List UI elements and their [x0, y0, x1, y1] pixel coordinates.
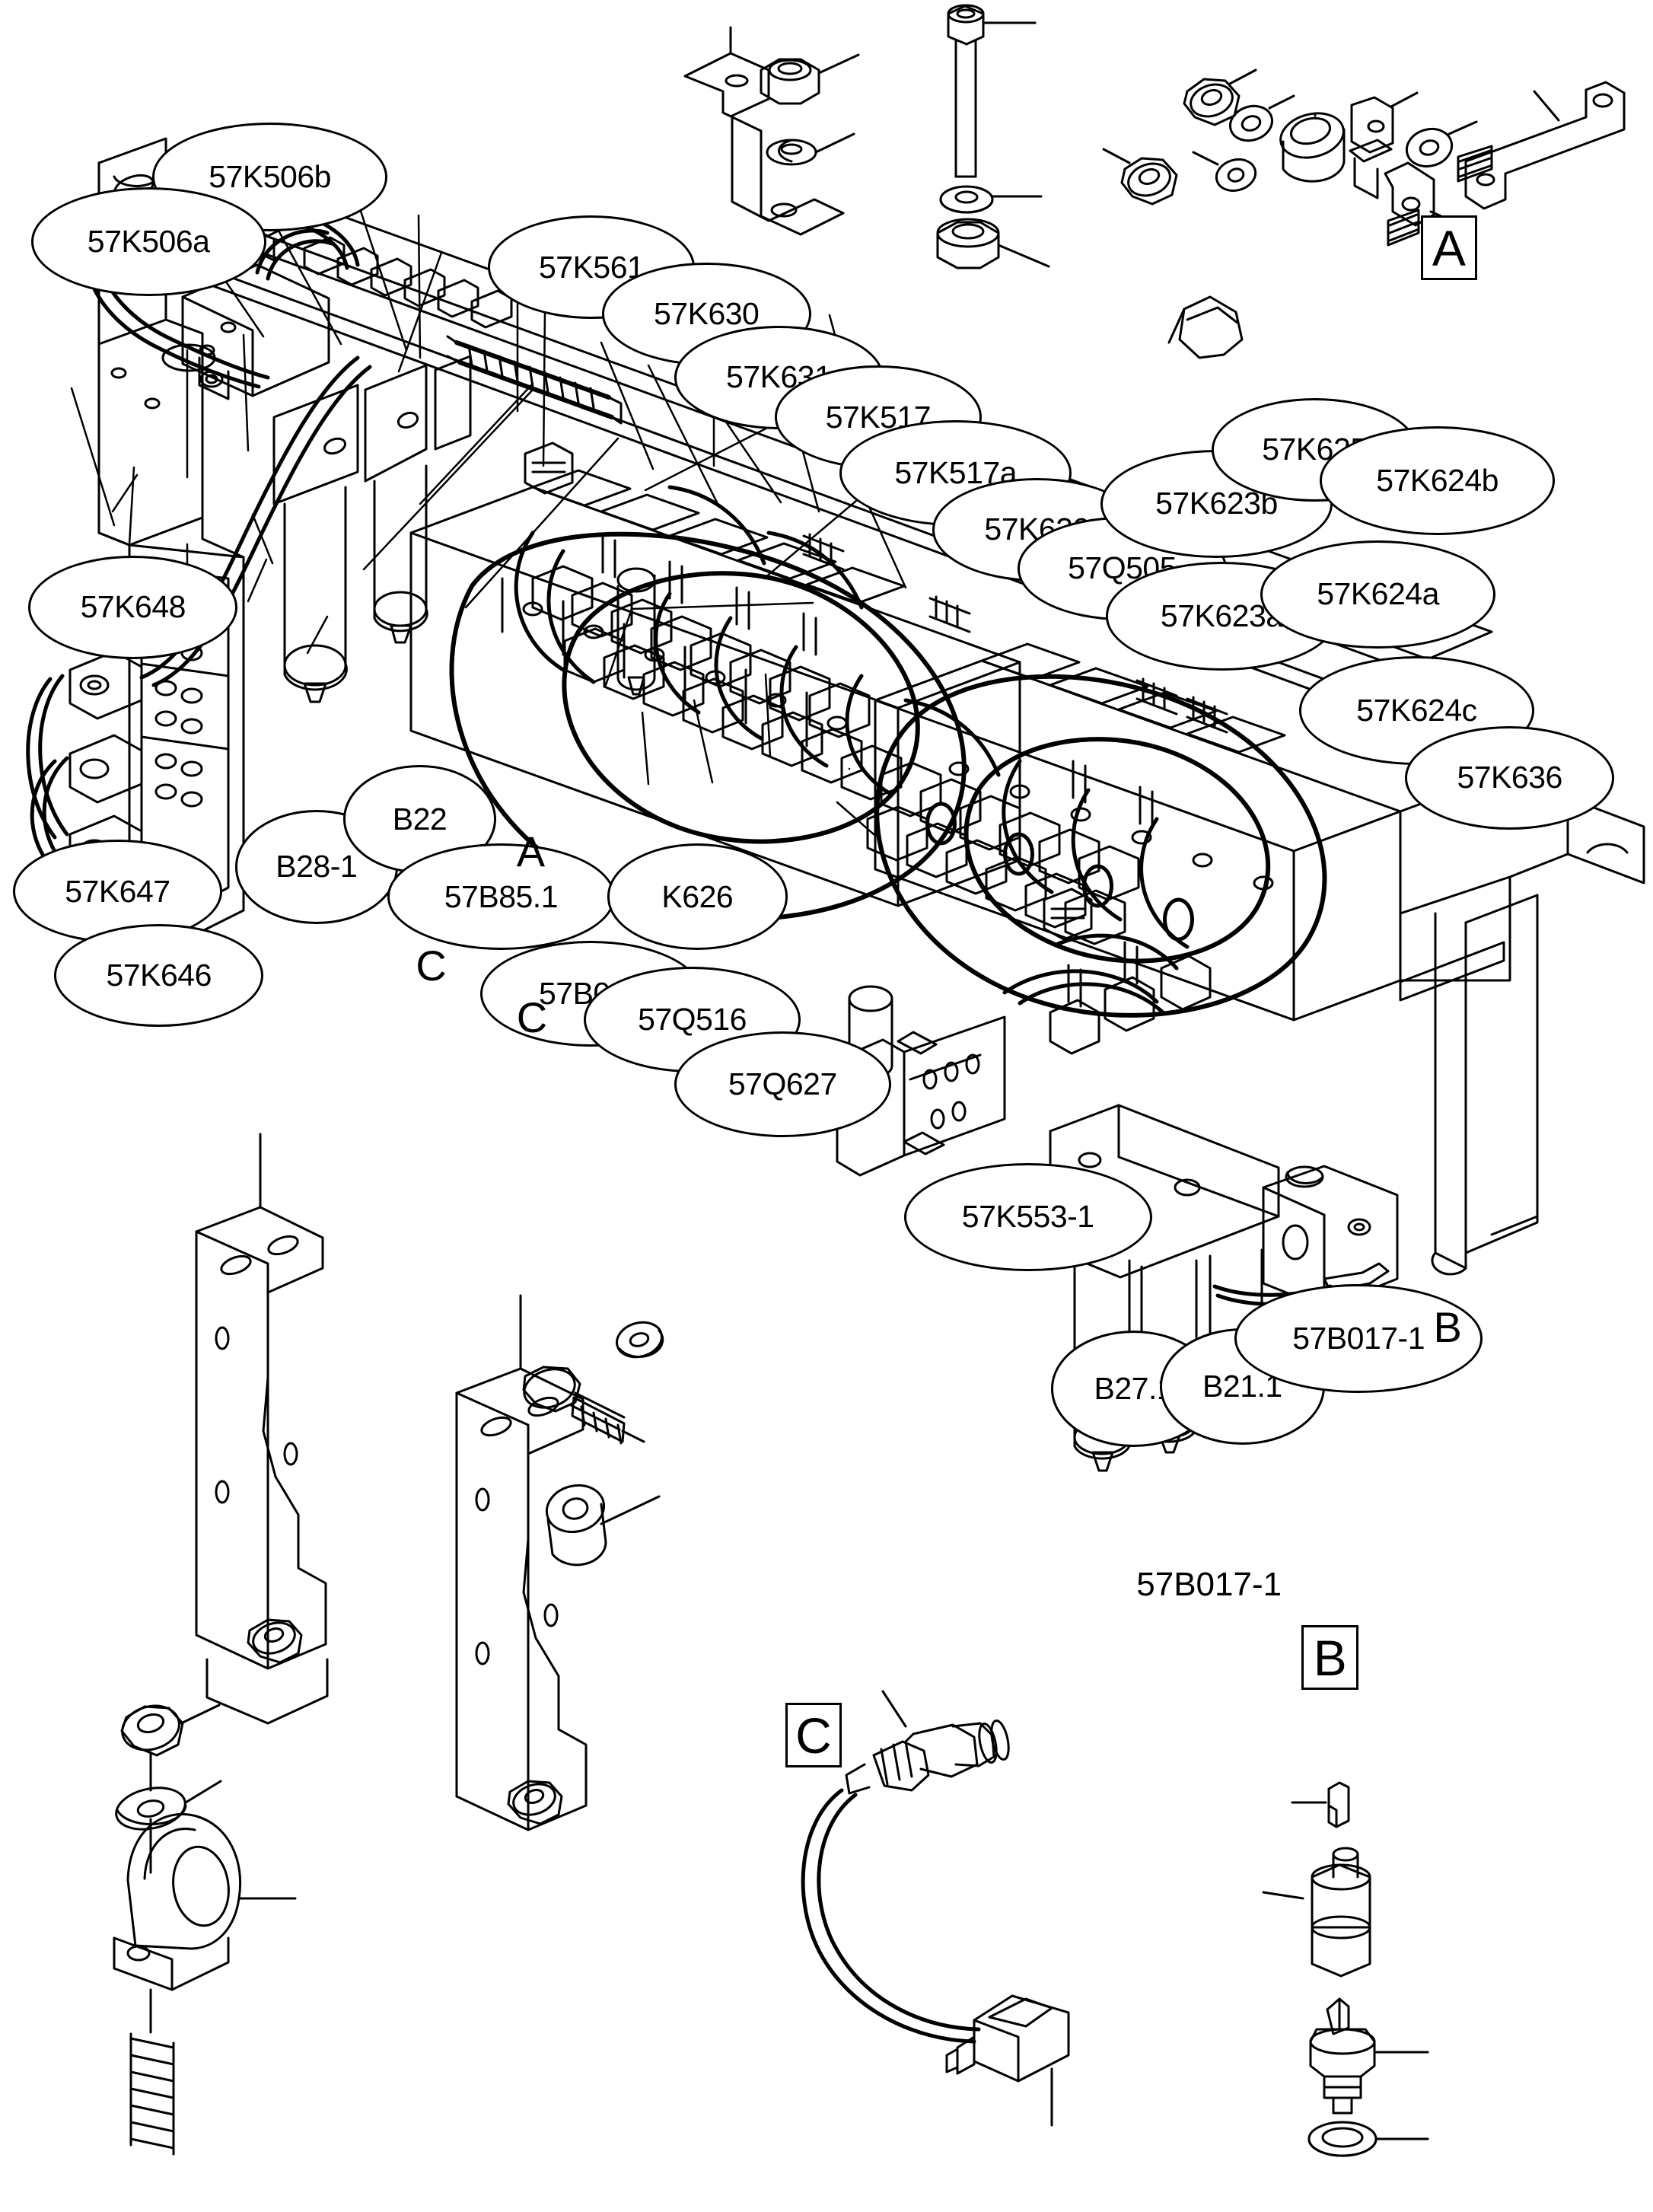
bottom-hardware-group [522, 1321, 664, 1567]
top-lock-nut [760, 53, 860, 105]
section-letter-C: C [516, 993, 548, 1041]
callout-balloon-K626[interactable]: K626 [607, 843, 788, 950]
bolt-washer [939, 185, 1043, 214]
detail-view-box-A: A [1420, 215, 1478, 281]
callout-balloon-57K646[interactable]: 57K646 [54, 923, 264, 1028]
detail-a-exploded [1102, 69, 1626, 359]
callout-balloon-57K624b[interactable]: 57K624b [1320, 426, 1556, 535]
bolt-nut [936, 218, 1050, 269]
callout-balloon-57K517a[interactable]: 57K517a [839, 419, 1072, 526]
callout-balloon-57K506b[interactable]: 57K506b [152, 123, 388, 231]
callout-balloon-57B017-1[interactable]: 57B017-1 [1234, 1284, 1483, 1393]
section-letter-A: A [516, 827, 546, 876]
detail-b-sensor-stack [1262, 1781, 1429, 2157]
callout-balloon-57Q627[interactable]: 57Q627 [674, 1031, 891, 1137]
section-letter-C: C [416, 941, 447, 990]
detail-view-box-B: B [1301, 1625, 1359, 1691]
top-washer [766, 132, 855, 166]
top-bracket-assembly [683, 26, 845, 236]
right-end-support [1399, 770, 1645, 1276]
section-letter-B: B [1433, 1303, 1462, 1351]
callout-balloon-B28-1[interactable]: B28-1 [234, 810, 398, 924]
part-number-text-57B017-1: 57B017-1 [1136, 1566, 1282, 1604]
flex-hose-57K561 [446, 335, 623, 425]
central-valve-bank [409, 441, 1402, 1022]
callout-balloon-57K506a[interactable]: 57K506a [30, 187, 266, 296]
left-filter-bowls [272, 355, 472, 703]
callout-balloon-57K624a[interactable]: 57K624a [1260, 540, 1495, 649]
long-bolt-assembly [947, 4, 1037, 178]
bottom-bracket-right [455, 1294, 588, 1831]
detail-view-box-C: C [785, 1703, 842, 1768]
callout-balloon-57B85-1[interactable]: 57B85.1 [387, 843, 615, 950]
detail-c-pressure-switch [801, 1690, 1070, 2127]
callout-balloon-57K553-1[interactable]: 57K553-1 [903, 1162, 1152, 1272]
bottom-bracket-left [195, 1133, 329, 1725]
callout-balloon-57K648[interactable]: 57K648 [28, 555, 238, 659]
bottom-left-clamp-group [113, 1704, 297, 2156]
callout-balloon-57K636[interactable]: 57K636 [1405, 725, 1615, 830]
callout-balloon-57K647[interactable]: 57K647 [12, 840, 222, 944]
